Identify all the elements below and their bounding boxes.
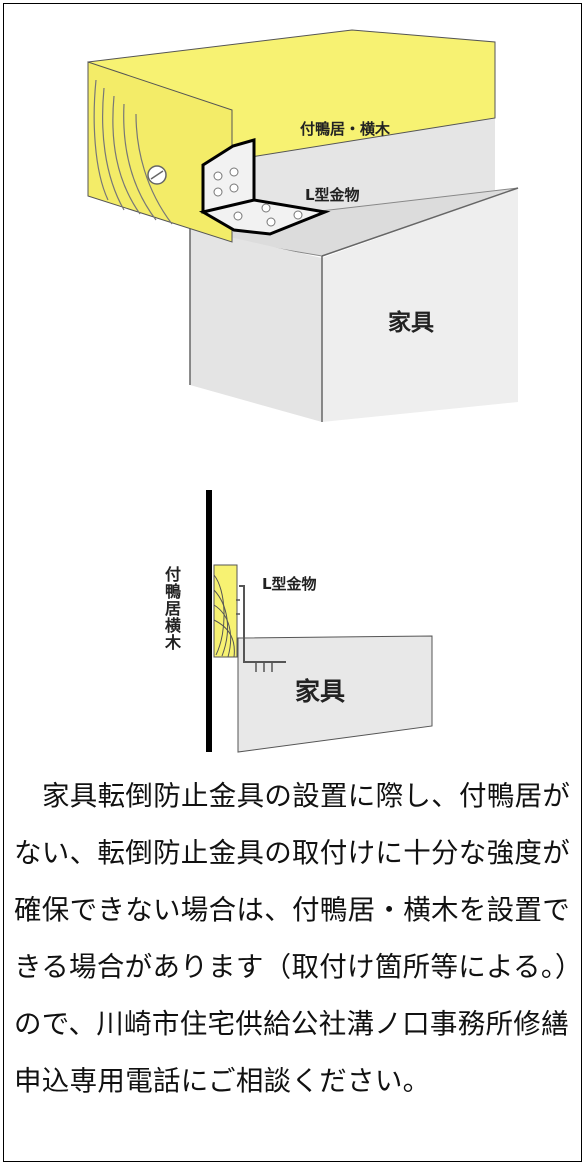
screw-icon [147,165,167,185]
wall-line [206,490,212,752]
wall-surface [200,115,495,230]
screws [236,599,273,672]
label-bracket: L型金物 [262,575,317,593]
l-bracket-section [239,585,286,663]
cross-section-diagram: L型金物 家具 付鴨居横木 [164,490,433,753]
wood-grain [213,574,235,658]
l-bracket-horizontal [198,198,331,236]
label-rail-vertical: 付鴨居横木 [164,565,182,652]
bracket-screw-holes [213,167,303,227]
furniture-front-face [190,228,322,422]
perspective-illustration: 付鴨居・横木 L型金物 家具 [87,29,519,422]
label-bracket: L型金物 [305,186,360,204]
label-furniture: 家具 [295,677,345,706]
furniture-section [237,635,433,753]
furniture-edge [321,187,519,257]
label-furniture: 家具 [388,309,434,336]
wood-grain [93,79,173,225]
label-rail: 付鴨居・横木 [300,120,391,138]
description-text: 家具転倒防止金具の設置に際し、付鴨居がない、転倒防止金具の取付けに十分な強度が確… [14,780,571,1097]
furniture-side-face [322,188,518,422]
